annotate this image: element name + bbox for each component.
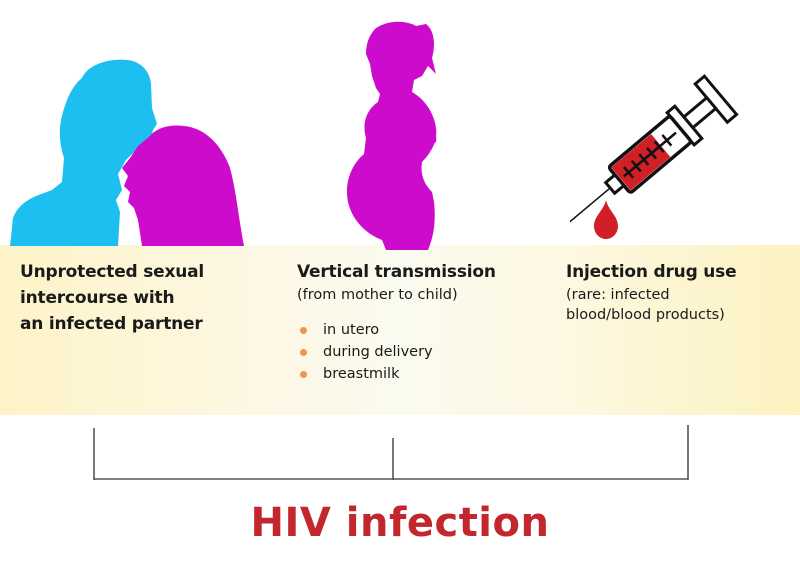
route-subtitle: blood/blood products) [566, 307, 725, 323]
route-injection: Injection drug use (rare: infected blood… [566, 259, 737, 325]
route-title: intercourse with [20, 288, 175, 308]
syringe-icon [570, 74, 739, 239]
route-title: Injection drug use [566, 262, 737, 282]
bullet-icon [300, 327, 307, 334]
list-item: during delivery [297, 341, 496, 363]
list-item: breastmilk [297, 363, 496, 385]
bullet-list: in utero during delivery breastmilk [297, 319, 496, 385]
route-sexual: Unprotected sexual intercourse with an i… [20, 259, 204, 337]
pregnant-woman-icon [347, 21, 437, 250]
page-title: HIV infection [250, 500, 550, 546]
route-title: Vertical transmission [297, 262, 496, 282]
route-vertical: Vertical transmission (from mother to ch… [297, 259, 496, 385]
bracket-connector [93, 425, 689, 480]
route-subtitle: (from mother to child) [297, 287, 458, 303]
route-title: an infected partner [20, 314, 203, 334]
list-item: in utero [297, 319, 496, 341]
bullet-icon [300, 371, 307, 378]
info-band [0, 245, 800, 415]
bullet-icon [300, 349, 307, 356]
kissing-couple-icon [10, 59, 244, 246]
route-subtitle: (rare: infected [566, 287, 670, 303]
route-title: Unprotected sexual [20, 262, 205, 282]
